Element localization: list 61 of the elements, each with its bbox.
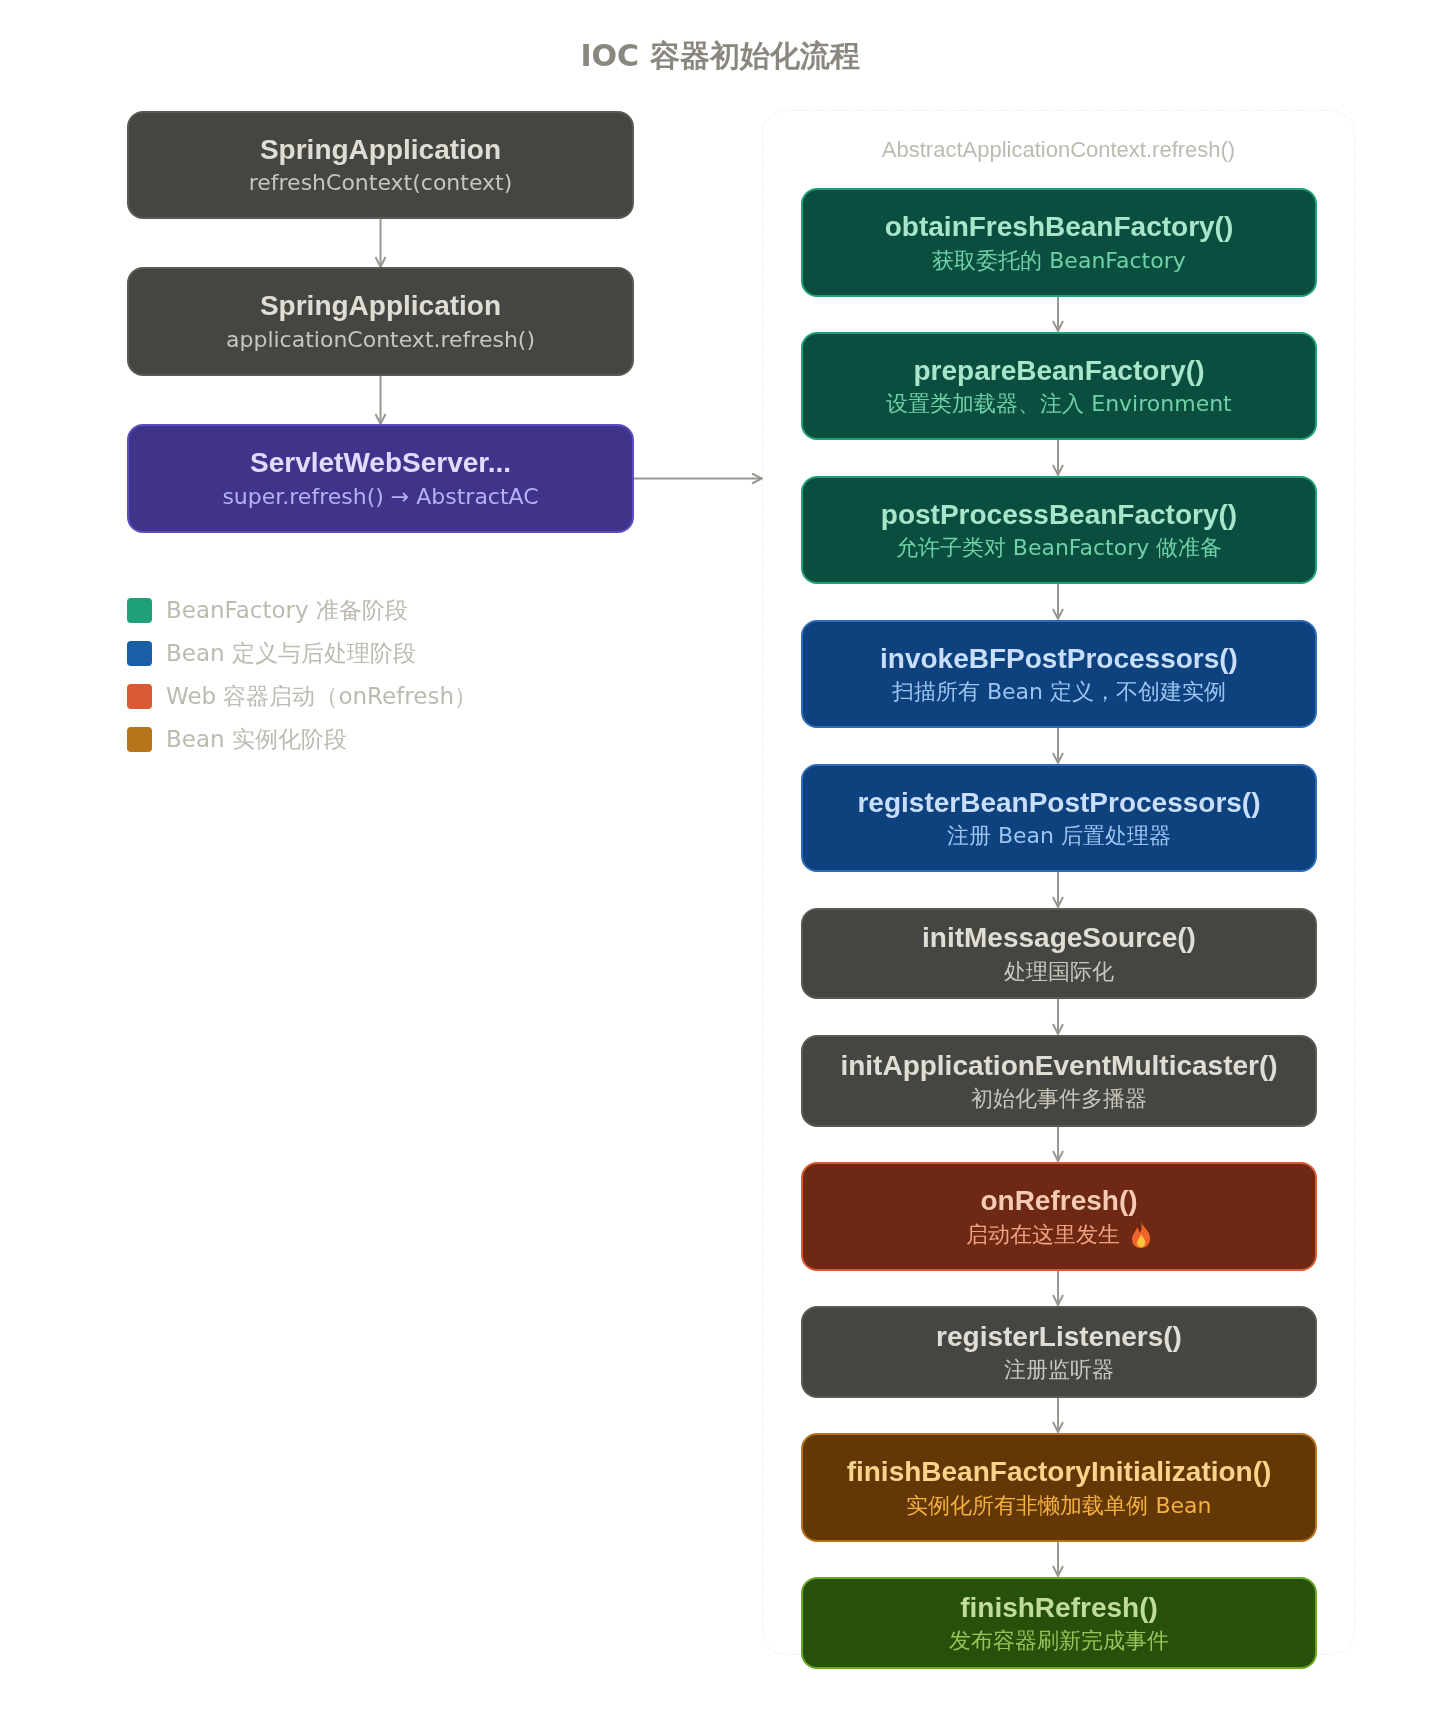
process-box [801,1577,1317,1669]
process-box [127,267,634,376]
description-text: 注册监听器 [1004,1356,1114,1385]
process-box [801,908,1317,999]
method-name: prepareBeanFactory() [913,353,1205,388]
arrow [1052,997,1064,1035]
process-box [801,1433,1317,1542]
arrow [1052,438,1064,476]
arrow [374,218,387,268]
description-text: 允许子类对 BeanFactory 做准备 [895,534,1223,563]
description-text: 处理国际化 [1004,957,1114,986]
description-text: 设置类加载器、注入 Environment [886,390,1232,419]
process-box [801,1306,1317,1398]
arrow [1052,870,1064,908]
arrow [1052,295,1064,332]
description-text: refreshContext(context) [248,169,513,198]
process-box [801,188,1317,297]
diagram-title: IOC 容器初始化流程 [579,37,861,75]
description-text: applicationContext.refresh() [225,325,535,354]
method-name: finishBeanFactoryInitialization() [846,1455,1272,1490]
method-name: registerBeanPostProcessors() [857,785,1261,820]
method-name: obtainFreshBeanFactory() [884,210,1234,245]
legend-label: Bean 定义与后处理阶段 [166,639,416,668]
process-box [801,332,1317,440]
process-box [801,764,1317,872]
group-heading: AbstractApplicationContext.refresh() [880,137,1237,163]
description-text: 发布容器刷新完成事件 [949,1627,1169,1656]
description-text: 扫描所有 Bean 定义，不创建实例 [891,678,1226,707]
arrow [1052,1125,1064,1162]
process-box [801,1162,1317,1271]
arrow [1052,582,1064,620]
method-name: initApplicationEventMulticaster() [840,1048,1278,1083]
process-box [801,1035,1317,1127]
process-box [801,476,1317,584]
description-text: 初始化事件多播器 [971,1085,1147,1114]
process-box [801,620,1317,728]
method-name: registerListeners() [936,1319,1182,1354]
description-text: 实例化所有非懒加载单例 Bean [906,1491,1212,1520]
process-box [127,111,634,219]
arrow [1052,1396,1064,1433]
arrow [1052,726,1064,764]
method-name: SpringApplication [259,289,502,324]
method-name: initMessageSource() [922,921,1196,956]
method-name: postProcessBeanFactory() [880,497,1238,532]
method-name: ServletWebServer... [250,446,511,481]
method-name: finishRefresh() [960,1590,1158,1625]
arrow [633,472,763,485]
description-text: super.refresh() → AbstractAC [222,482,539,511]
method-name: onRefresh() [980,1184,1138,1219]
arrow [1052,1269,1064,1306]
process-box [127,424,634,533]
description-text: 注册 Bean 后置处理器 [946,822,1171,851]
method-name: SpringApplication [259,132,502,167]
description-text: 获取委托的 BeanFactory [932,246,1186,275]
description-text: 启动在这里发生 [966,1220,1120,1249]
method-name: invokeBFPostProcessors() [880,641,1238,676]
legend-label: BeanFactory 准备阶段 [166,596,408,625]
legend-label: Web 容器启动（onRefresh） [166,682,477,711]
arrow [1052,1540,1064,1577]
legend-label: Bean 实例化阶段 [166,725,347,754]
arrow [374,375,387,425]
